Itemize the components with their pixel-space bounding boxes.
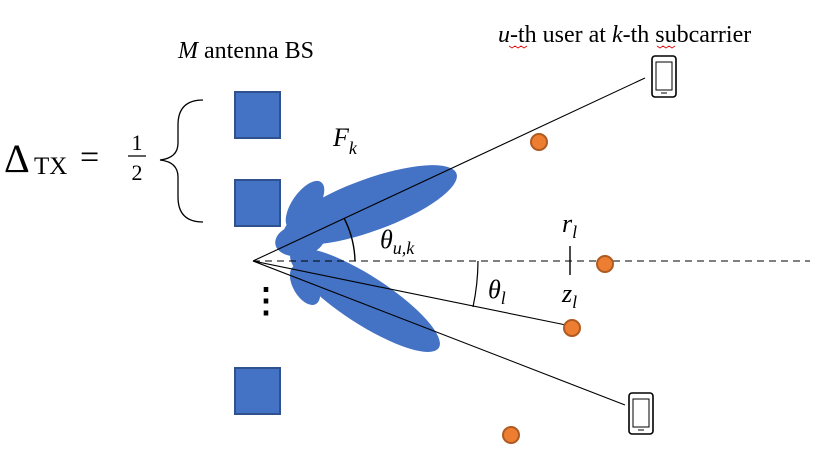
spellcheck-squiggle	[508, 45, 528, 49]
equals-sign: =	[80, 139, 99, 176]
ray-lower-user	[252, 260, 626, 406]
rays	[252, 77, 810, 406]
beam-lower-side-lobe	[289, 265, 321, 305]
angle-arc-user	[343, 217, 356, 262]
delta-symbol: Δ	[4, 136, 30, 181]
ray-upper-user	[252, 77, 646, 262]
smartphone-icon	[651, 55, 677, 98]
scatterers	[502, 133, 614, 444]
vertical-dots: ⋮	[249, 283, 283, 320]
scatterer	[596, 255, 614, 273]
ray-scatterer	[252, 260, 567, 326]
fraction-numerator: 1	[132, 130, 143, 155]
spacing-equation: Δ TX = 1 2	[4, 130, 146, 185]
scatterer	[530, 133, 548, 151]
array-spacing-brace	[159, 99, 204, 223]
antenna-array	[234, 91, 281, 415]
antenna-element	[234, 367, 281, 415]
bs-label-var: M	[177, 38, 200, 64]
angle-arc-scatterer	[472, 260, 479, 308]
beam-upper-lobe	[285, 180, 325, 230]
scatterer	[563, 319, 581, 337]
antenna-element	[234, 91, 281, 139]
bs-label-text: antenna BS	[198, 38, 314, 64]
angle-scatterer-label: θl	[488, 275, 506, 308]
scatterer	[502, 426, 520, 444]
range-label: rl	[562, 209, 577, 242]
angle-user-label: θu,k	[380, 225, 415, 258]
spellcheck-squiggle	[656, 45, 676, 49]
beam-mid-lobe	[275, 223, 325, 257]
user-label: u-th user at k-th subcarrier	[498, 22, 751, 48]
beam-label: Fk	[332, 123, 358, 158]
beam-lower-lobe	[290, 248, 440, 352]
fraction-denominator: 2	[132, 160, 143, 185]
bs-label: M antenna BS	[177, 38, 314, 64]
beam-pattern	[275, 165, 457, 352]
antenna-element	[234, 179, 281, 227]
delta-subscript: TX	[34, 153, 67, 180]
z-label: zl	[561, 279, 577, 312]
beam-main-lobe	[283, 165, 457, 245]
smartphone-icon	[628, 392, 654, 435]
